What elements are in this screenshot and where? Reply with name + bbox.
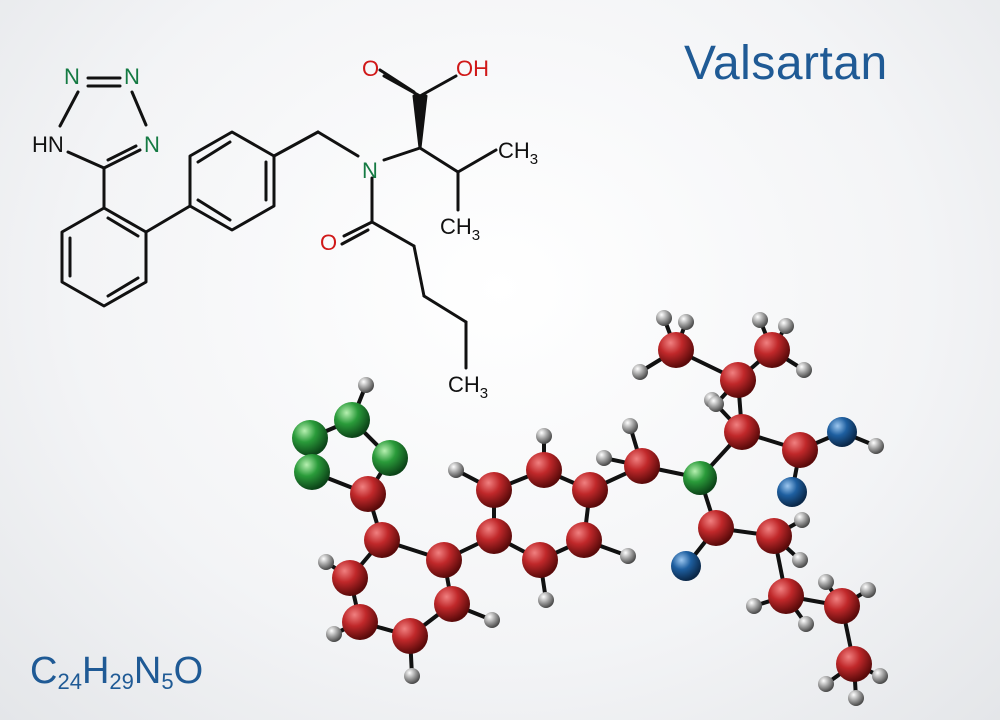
formula-h-count: 29 [109, 669, 134, 694]
label-ch3-3-text: CH [448, 372, 480, 397]
hydrogen-atom [596, 450, 612, 466]
label-ch3-3-sub: 3 [480, 385, 488, 402]
hydrogen-atom [620, 548, 636, 564]
formula-o: O [173, 650, 204, 692]
carbon-atom [526, 452, 562, 488]
formula-n: N [133, 650, 162, 692]
label-oh: OH [456, 56, 489, 81]
formula-c: C [30, 650, 58, 692]
nitrogen-atom [683, 461, 717, 495]
carbon-atom [364, 522, 400, 558]
carbon-atom [836, 646, 872, 682]
hydrogen-atom [404, 668, 420, 684]
carbon-atom [350, 476, 386, 512]
carbon-atom [342, 604, 378, 640]
hydrogen-atom [860, 582, 876, 598]
nitrogen-atom [292, 420, 328, 456]
oxygen-atom [777, 477, 807, 507]
formula-h: H [81, 650, 110, 692]
carbon-atom [756, 518, 792, 554]
carbon-atom [824, 588, 860, 624]
label-n-top-right: N [124, 64, 140, 89]
hydrogen-atom [796, 362, 812, 378]
hydrogen-atom [318, 554, 334, 570]
label-nh-text: HN [32, 132, 64, 157]
carbon-atom [658, 332, 694, 368]
hydrogen-atom [326, 626, 342, 642]
hydrogen-atom [794, 512, 810, 528]
hydrogen-atom [792, 552, 808, 568]
label-n-amide: N [362, 158, 378, 183]
hydrogen-atom [448, 462, 464, 478]
nitrogen-atom [372, 440, 408, 476]
hydrogen-atom [818, 574, 834, 590]
molecule-title: Valsartan [684, 37, 888, 90]
oxygen-atom [671, 551, 701, 581]
label-nh: HN [32, 132, 64, 157]
carbon-atom [392, 618, 428, 654]
hydrogen-atom [484, 612, 500, 628]
label-n-right: N [144, 132, 160, 157]
carbon-atom [720, 362, 756, 398]
hydrogen-atom [632, 364, 648, 380]
carbon-atom [426, 542, 462, 578]
hydrogen-atom [746, 598, 762, 614]
carbon-atom [754, 332, 790, 368]
carbon-atom [476, 472, 512, 508]
nitrogen-atom [294, 454, 330, 490]
hydrogen-atom [752, 312, 768, 328]
carbon-atom [724, 414, 760, 450]
carbon-atom [698, 510, 734, 546]
carbon-atom [768, 578, 804, 614]
hydrogen-atom [708, 396, 724, 412]
label-ch3-3: CH3 [448, 372, 488, 402]
hydrogen-atom [798, 616, 814, 632]
hydrogen-atom [538, 592, 554, 608]
formula-n-count: 5 [161, 669, 174, 694]
hydrogen-atom [872, 668, 888, 684]
oxygen-atom [827, 417, 857, 447]
label-ch3-1-text: CH [498, 138, 530, 163]
hydrogen-atom [818, 676, 834, 692]
carbon-atom [572, 472, 608, 508]
nitrogen-atom [334, 402, 370, 438]
label-ch3-2-text: CH [440, 214, 472, 239]
hydrogen-atom [848, 690, 864, 706]
carbon-atom [624, 448, 660, 484]
carbon-atom [566, 522, 602, 558]
label-ch3-2: CH3 [440, 214, 480, 244]
label-ch3-1-sub: 3 [530, 151, 538, 168]
label-o-carbonyl: O [362, 56, 379, 81]
hydrogen-atom [678, 314, 694, 330]
carbon-atom [434, 586, 470, 622]
carbon-atom [332, 560, 368, 596]
carbon-atom [522, 542, 558, 578]
molecular-formula: C24H29N5O [30, 650, 203, 695]
carbon-atom [476, 518, 512, 554]
label-ch3-2-sub: 3 [472, 227, 480, 244]
hydrogen-atom [778, 318, 794, 334]
hydrogen-atom [358, 377, 374, 393]
carbon-atom [782, 432, 818, 468]
hydrogen-atom [868, 438, 884, 454]
label-ch3-1: CH3 [498, 138, 538, 168]
formula-c-count: 24 [57, 669, 82, 694]
hydrogen-atom [622, 418, 638, 434]
label-n-top-left: N [64, 64, 80, 89]
hydrogen-atom [656, 310, 672, 326]
label-o-amide: O [320, 230, 337, 255]
hydrogen-atom [536, 428, 552, 444]
label-oh-text: OH [456, 56, 489, 81]
